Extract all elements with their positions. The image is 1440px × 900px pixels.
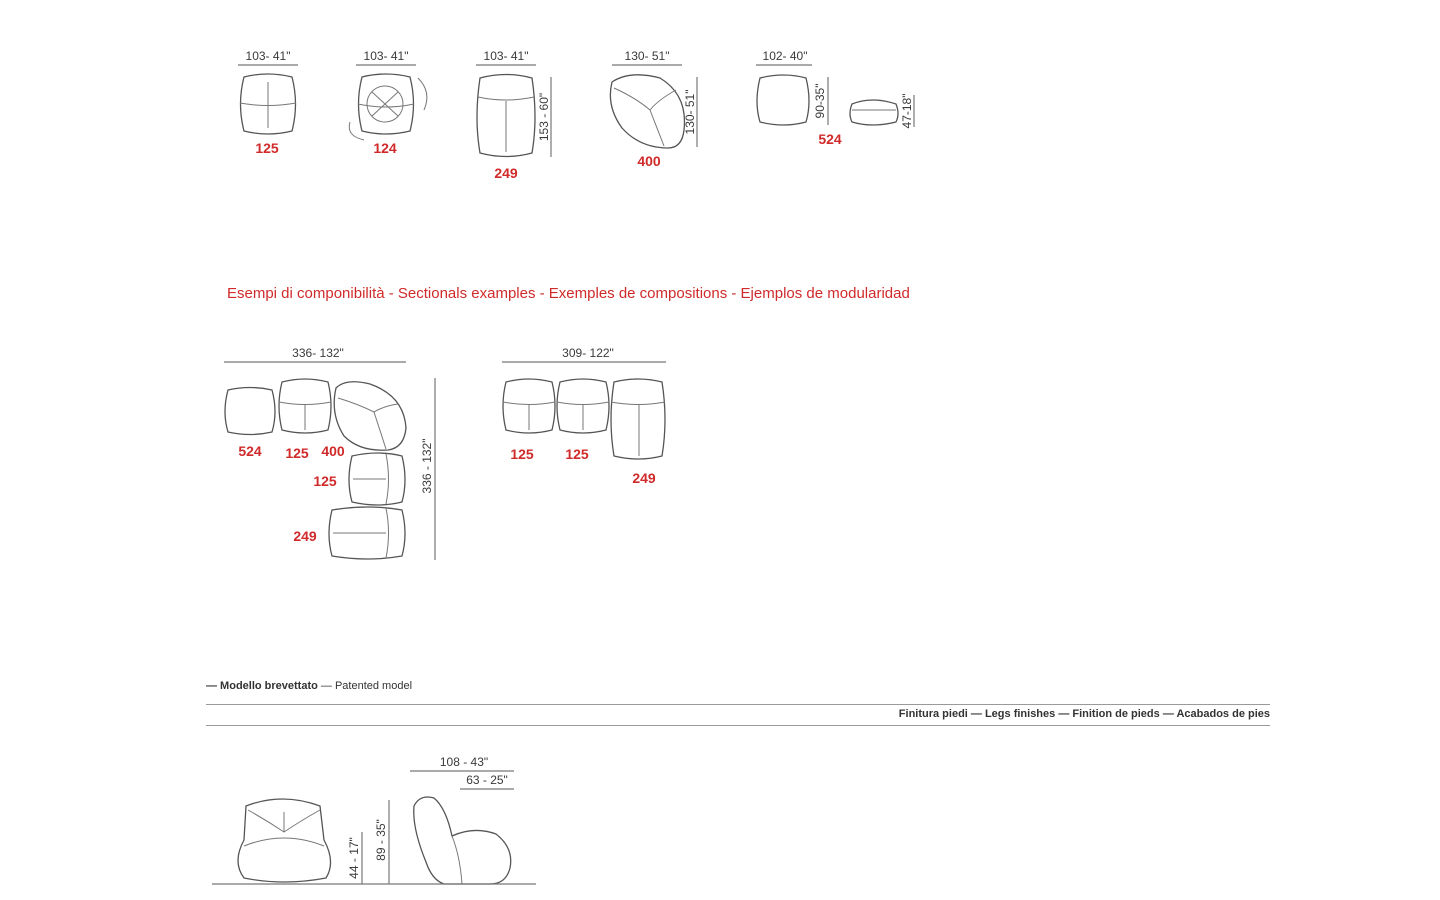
composition-1-corner-seam <box>373 403 399 413</box>
module-125-code: 125 <box>255 140 279 156</box>
module-400-seat-line <box>649 109 665 147</box>
module-124-code: 124 <box>373 140 397 156</box>
composition-1-code-125b: 125 <box>313 473 337 489</box>
side-view-outline <box>413 796 512 885</box>
module-125: 103- 41" 125 <box>238 49 298 156</box>
patent-note-italian: — Modello brevettato <box>206 680 318 692</box>
rotation-arrow-icon <box>348 121 365 141</box>
module-524: 102- 40" 90-35" 47-18" 524 <box>756 49 915 147</box>
composition-1-module <box>278 378 332 434</box>
patent-note-english: — Patented model <box>320 680 413 692</box>
composition-2-code-125: 125 <box>510 446 534 462</box>
composition-1-chaise <box>328 506 406 560</box>
divider-top <box>206 704 1270 705</box>
module-124-seam <box>357 103 415 108</box>
total-height-label: 89 - 35" <box>374 819 388 861</box>
module-124: 103- 41" 124 <box>348 49 428 156</box>
composition-2-chaise <box>610 378 666 460</box>
composition-1: 336- 132" 336 - 132" 524 125 400 125 249 <box>224 346 436 560</box>
composition-2-seam <box>610 401 666 405</box>
rotation-arrow-icon <box>417 77 428 111</box>
module-124-outline <box>357 73 415 135</box>
swivel-circle-icon <box>366 85 404 123</box>
seat-height-label: 44 - 17" <box>347 837 361 879</box>
module-249-outline <box>476 73 536 158</box>
module-524-depth-label: 90-35" <box>813 84 827 119</box>
swivel-cross-line <box>371 91 399 117</box>
module-400-outline <box>609 74 686 149</box>
composition-1-code-125: 125 <box>285 445 309 461</box>
total-depth-label: 108 - 43" <box>440 755 488 769</box>
front-view-outline <box>237 798 332 883</box>
section-heading: Esempi di componibilità - Sectionals exa… <box>227 285 910 302</box>
composition-1-corner-seat <box>373 411 387 450</box>
composition-2-code-125b: 125 <box>565 446 589 462</box>
module-249-code: 249 <box>494 165 518 181</box>
front-view-seat <box>243 837 325 847</box>
pouf-side-view <box>849 99 899 126</box>
module-249-backrest-seam <box>477 96 535 101</box>
composition-1-depth-label: 336 - 132" <box>420 439 434 494</box>
module-400: 130- 51" 130- 51" 400 <box>609 49 698 169</box>
module-249-depth-label: 153 - 60" <box>537 93 551 141</box>
composition-2: 309- 122" 125 125 249 <box>502 346 666 486</box>
module-400-code: 400 <box>637 153 661 169</box>
composition-1-code-400: 400 <box>321 443 345 459</box>
elevation-views: 44 - 17" 89 - 35" 108 - 43" 63 - 25" <box>212 755 536 885</box>
module-125-outline <box>239 73 297 135</box>
composition-2-code-249: 249 <box>632 470 656 486</box>
module-249: 103- 41" 153 - 60" 249 <box>476 49 552 181</box>
composition-1-code-524: 524 <box>238 443 262 459</box>
module-524-outline <box>756 74 810 126</box>
module-400-seam <box>649 89 677 111</box>
module-400-depth-label: 130- 51" <box>683 90 697 135</box>
composition-1-width-label: 336- 132" <box>292 346 344 360</box>
seat-depth-label: 63 - 25" <box>466 773 508 787</box>
composition-1-corner-seam <box>337 397 375 413</box>
patent-note: — Modello brevettato — Patented model <box>206 680 412 692</box>
module-249-width-label: 103- 41" <box>484 49 529 63</box>
composition-2-module <box>502 378 556 434</box>
legs-finishes-title: Finitura piedi — Legs finishes — Finitio… <box>898 708 1270 720</box>
composition-2-module <box>556 378 610 434</box>
composition-1-seam <box>385 507 389 559</box>
composition-1-seam <box>385 453 389 505</box>
divider-bottom <box>206 725 1270 726</box>
composition-1-corner <box>333 381 407 451</box>
composition-1-module-rotated <box>348 452 406 506</box>
composition-1-pouf <box>224 386 276 436</box>
module-524-height-label: 47-18" <box>900 94 914 129</box>
module-400-width-label: 130- 51" <box>625 49 670 63</box>
module-400-seam <box>613 87 651 111</box>
side-view-seat-edge <box>451 835 463 885</box>
composition-1-code-249: 249 <box>293 528 317 544</box>
composition-2-width-label: 309- 122" <box>562 346 614 360</box>
module-125-width-label: 103- 41" <box>246 49 291 63</box>
module-524-code: 524 <box>818 131 842 147</box>
module-124-width-label: 103- 41" <box>364 49 409 63</box>
module-524-width-label: 102- 40" <box>763 49 808 63</box>
